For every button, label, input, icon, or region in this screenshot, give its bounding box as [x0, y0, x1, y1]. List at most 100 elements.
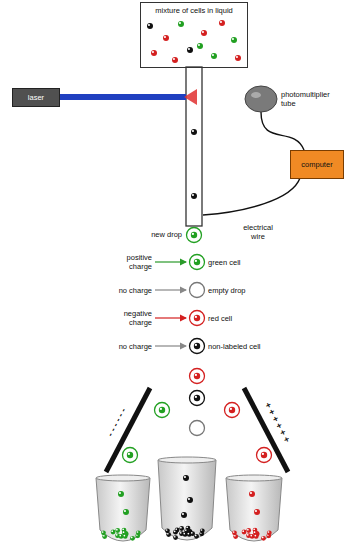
cell-highlight — [160, 408, 162, 410]
cell-highlight — [262, 453, 264, 455]
cell — [201, 30, 207, 36]
cell — [118, 491, 124, 497]
cell — [233, 534, 238, 539]
cell-highlight — [212, 54, 214, 56]
cell-highlight — [128, 453, 130, 455]
cell — [151, 50, 157, 56]
laser-box: laser — [12, 88, 60, 107]
cell-highlight — [254, 531, 256, 533]
cell-highlight — [192, 233, 194, 235]
cell-highlight — [180, 527, 182, 529]
cell — [191, 129, 197, 135]
node-label: mixture of cells in liquid — [143, 6, 245, 15]
cell-highlight — [233, 531, 235, 533]
cell-highlight — [111, 530, 113, 532]
cell-highlight — [119, 535, 121, 537]
cell-highlight — [164, 36, 166, 38]
charge-label: no charge — [110, 286, 152, 295]
cell — [147, 23, 153, 29]
tube-rim — [158, 457, 216, 463]
cell — [187, 47, 193, 53]
charge-label: positive charge — [110, 253, 152, 271]
charge-arrow — [155, 317, 186, 318]
cell — [172, 57, 178, 63]
cell — [246, 528, 251, 533]
cell-highlight — [188, 48, 190, 50]
droplet — [190, 311, 205, 326]
cell-highlight — [116, 529, 118, 531]
collection-tube — [158, 460, 216, 540]
cell-highlight — [174, 530, 176, 532]
electrical-wire — [203, 178, 300, 215]
cell — [159, 407, 165, 413]
photomultiplier-symbol — [244, 84, 278, 114]
cell — [183, 475, 189, 481]
cell — [200, 528, 205, 533]
cell — [194, 534, 199, 539]
cell-highlight — [234, 535, 236, 537]
cell-label: empty drop — [208, 286, 278, 295]
cell-highlight — [124, 535, 126, 537]
cell — [235, 55, 241, 61]
cell-highlight — [220, 21, 222, 23]
cell-highlight — [180, 532, 182, 534]
cell-label: non-labeled cell — [208, 342, 288, 351]
laser-spot — [184, 89, 197, 105]
cell-highlight — [122, 528, 124, 530]
charge-arrow — [155, 345, 186, 346]
cell-highlight — [123, 531, 125, 533]
cell-highlight — [195, 374, 197, 376]
cell — [190, 531, 195, 536]
cell — [211, 53, 217, 59]
charge-arrow — [155, 261, 186, 262]
signal-wire — [261, 112, 304, 150]
cell-highlight — [184, 476, 186, 478]
cell-highlight — [191, 532, 193, 534]
cell — [261, 452, 267, 458]
droplet — [257, 448, 272, 463]
cell-highlight — [182, 513, 184, 515]
cell-highlight — [148, 24, 150, 26]
cell — [254, 534, 259, 539]
sample-reservoir: mixture of cells in liquid — [140, 2, 248, 68]
cell — [197, 43, 203, 49]
cell — [191, 193, 197, 199]
cell-highlight — [131, 537, 133, 539]
cell-highlight — [255, 535, 257, 537]
cell — [123, 534, 128, 539]
droplet — [190, 421, 205, 436]
cell — [194, 343, 200, 349]
droplet — [190, 391, 205, 406]
droplet — [225, 403, 240, 418]
cell-highlight — [198, 44, 200, 46]
droplet — [190, 339, 205, 354]
cell — [194, 395, 200, 401]
cell-highlight — [137, 531, 139, 533]
cell — [136, 530, 141, 535]
cell-highlight — [116, 534, 118, 536]
cell-highlight — [250, 492, 252, 494]
cell-highlight — [262, 537, 264, 539]
cell — [184, 529, 189, 534]
droplet — [190, 255, 205, 270]
cell-highlight — [195, 260, 197, 262]
cell-highlight — [188, 498, 190, 500]
cell — [249, 491, 255, 497]
cell — [115, 528, 120, 533]
cell — [267, 530, 272, 535]
cell-highlight — [202, 31, 204, 33]
cell — [194, 259, 200, 265]
cell — [166, 532, 171, 537]
cell-label: green cell — [208, 258, 278, 267]
cell-highlight — [179, 22, 181, 24]
wire-label: electrical wire — [237, 223, 279, 241]
cell-highlight — [119, 492, 121, 494]
cell-highlight — [250, 535, 252, 537]
cell-highlight — [174, 536, 176, 538]
cell-highlight — [242, 530, 244, 532]
detector: photomultiplier tube — [244, 84, 345, 114]
cell-highlight — [236, 56, 238, 58]
charge-arrow — [155, 289, 186, 290]
droplet — [190, 369, 205, 384]
